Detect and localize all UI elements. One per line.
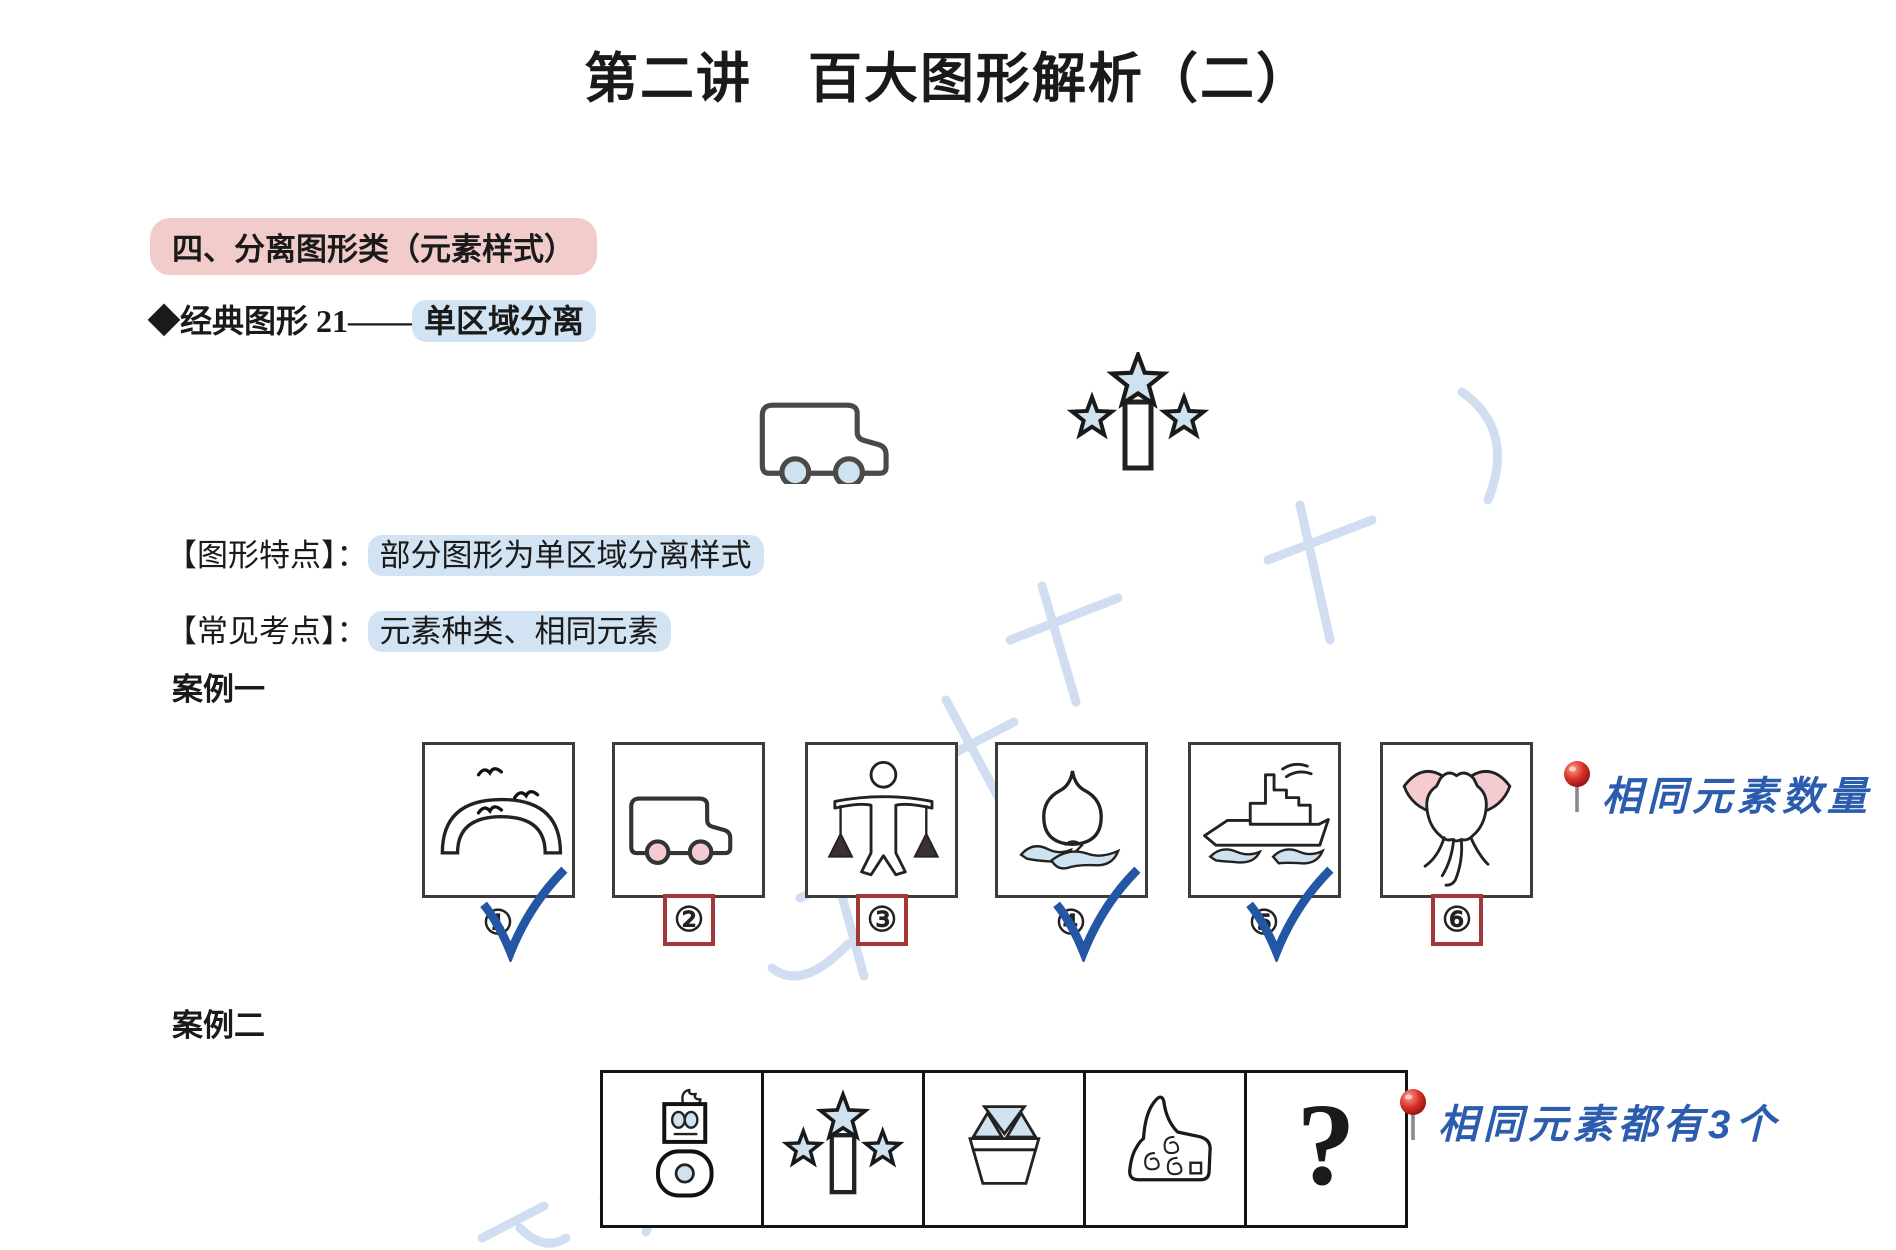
case1-num-3-redbox: ③ xyxy=(856,894,908,946)
case2-cell-1 xyxy=(600,1070,764,1228)
elephant-head-icon xyxy=(1402,769,1511,887)
case1-title: 案例一 xyxy=(172,672,265,707)
van-icon xyxy=(628,796,732,865)
bridge-with-birds-icon xyxy=(440,767,562,855)
red-pin-icon xyxy=(1400,1089,1426,1140)
points-label: 【常见考点】： xyxy=(166,614,368,649)
case1-box-5 xyxy=(1188,742,1341,898)
case2-title: 案例二 xyxy=(172,1008,265,1043)
case1-box-2 xyxy=(612,742,765,898)
checkmark-item-5 xyxy=(1246,866,1334,962)
red-pin-icon xyxy=(1564,761,1590,812)
example-van-figure xyxy=(752,380,917,484)
checkmark-item-1 xyxy=(480,866,568,962)
classic-highlight: 单区域分离 xyxy=(412,300,597,342)
boot-with-swirls-icon xyxy=(1128,1095,1212,1182)
checkmark-item-4 xyxy=(1053,866,1141,962)
snowman-robot-icon xyxy=(656,1088,714,1198)
case1-box-4 xyxy=(995,742,1148,898)
case1-box-6 xyxy=(1380,742,1533,898)
three-stars-wand-icon xyxy=(781,1089,905,1195)
case2-cell-4 xyxy=(1083,1070,1247,1228)
case1-num-2-redbox: ② xyxy=(663,894,715,946)
case2-cell-2 xyxy=(761,1070,925,1228)
question-mark: ? xyxy=(1296,1079,1356,1210)
case1-annotation: 相同元素数量 xyxy=(1602,775,1872,819)
case2-strip: ? xyxy=(600,1070,1408,1228)
classic-prefix: ◆经典图形 21—— xyxy=(148,303,413,339)
traits-value: 部分图形为单区域分离样式 xyxy=(367,535,764,576)
case2-cell-3 xyxy=(922,1070,1086,1228)
example-stars-figure xyxy=(1058,352,1218,484)
case1-box-1 xyxy=(422,742,575,898)
three-stars-wand-icon xyxy=(1066,352,1210,471)
ship-icon xyxy=(1202,762,1330,865)
figure-with-scales-icon xyxy=(827,760,939,877)
peach-on-waves-icon xyxy=(1018,770,1120,870)
basket-with-triangles-icon xyxy=(968,1105,1041,1185)
common-points-line: 【常见考点】：元素种类、相同元素 xyxy=(166,606,671,652)
page-title: 第二讲 百大图形解析（二） xyxy=(584,49,1312,109)
section-heading: 四、分离图形类（元素样式） xyxy=(150,218,597,275)
case2-annotation: 相同元素都有3个 xyxy=(1438,1103,1781,1147)
case1-box-3 xyxy=(805,742,958,898)
case2-cell-5: ? xyxy=(1244,1070,1408,1228)
classic-figure-subheading: ◆经典图形 21——单区域分离 xyxy=(148,296,597,342)
figure-traits-line: 【图形特点】：部分图形为单区域分离样式 xyxy=(166,530,764,576)
delivery-van-icon xyxy=(759,402,889,484)
traits-label: 【图形特点】： xyxy=(166,538,368,573)
points-value: 元素种类、相同元素 xyxy=(367,611,671,652)
case1-num-6-redbox: ⑥ xyxy=(1431,894,1483,946)
